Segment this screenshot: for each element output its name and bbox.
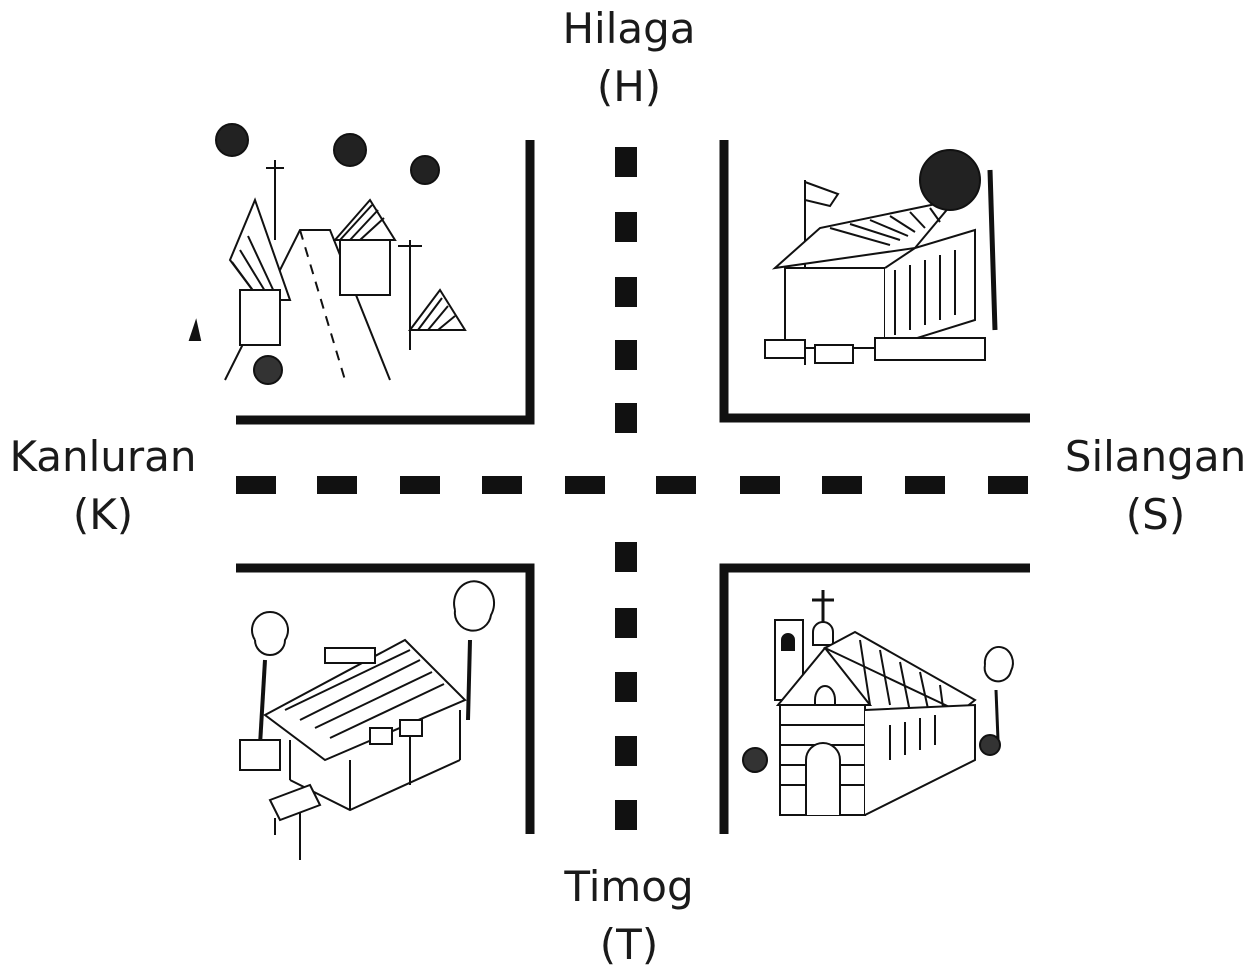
road-edges (236, 140, 1030, 834)
south-abbr: (T) (599, 920, 659, 969)
south-name: Timog (564, 862, 694, 911)
east-name: Silangan (1064, 432, 1247, 481)
north-name: Hilaga (562, 4, 696, 53)
west-label: Kanluran (K) (0, 428, 206, 544)
south-label: Timog (T) (529, 858, 729, 974)
church-icon (742, 590, 1014, 816)
road-center-vertical (615, 147, 637, 830)
market-pavilion-icon (239, 580, 496, 860)
north-abbr: (H) (596, 62, 662, 111)
west-abbr: (K) (72, 490, 134, 539)
west-name: Kanluran (9, 432, 197, 481)
east-label: Silangan (S) (1052, 428, 1259, 544)
road-center-horizontal (236, 476, 1028, 494)
village-street-icon (188, 123, 467, 385)
east-abbr: (S) (1125, 490, 1186, 539)
school-building-icon (764, 149, 998, 365)
north-label: Hilaga (H) (529, 0, 729, 116)
